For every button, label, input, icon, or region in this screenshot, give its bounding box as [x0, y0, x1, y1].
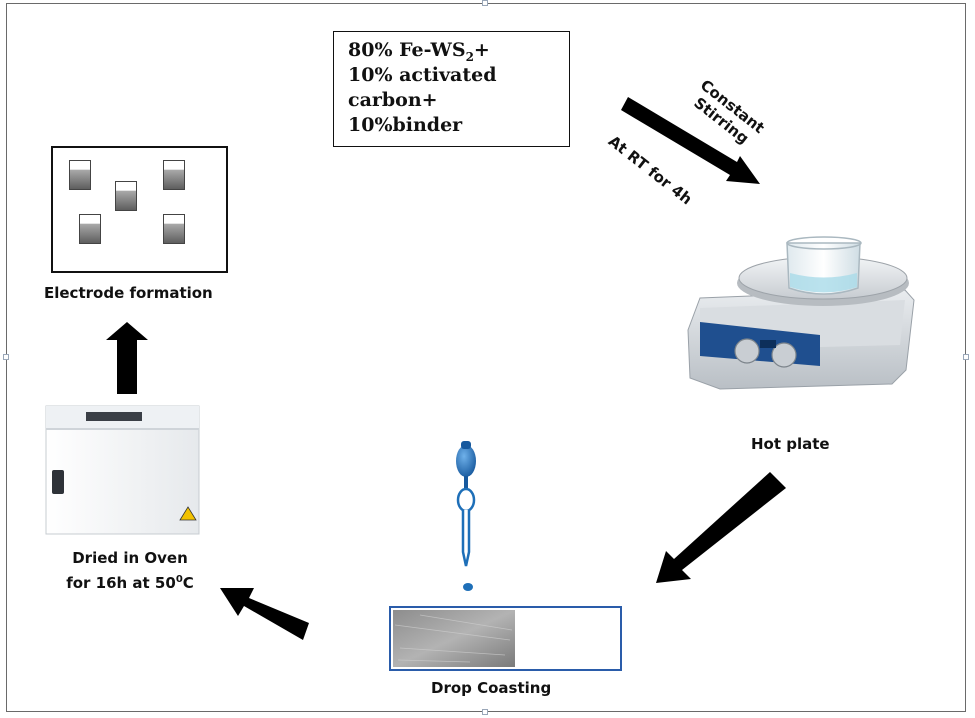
electrode-cup-icon: [115, 181, 137, 211]
electrode-cup-icon: [79, 214, 101, 244]
pipette-icon: [456, 441, 476, 567]
hot-plate-icon: [687, 256, 915, 390]
oven-label: Dried in Oven for 16h at 500C: [66, 549, 194, 592]
selection-handle-top[interactable]: [482, 0, 488, 6]
selection-handle-right[interactable]: [963, 354, 969, 360]
electrode-cup-icon: [69, 160, 91, 190]
arrow-to-electrode: [106, 322, 148, 394]
electrode-formation-box: [51, 146, 228, 273]
oven-icon: [45, 405, 200, 535]
composition-line-3: carbon+: [348, 89, 438, 111]
composition-line-2: 10% activated: [348, 64, 497, 86]
selection-handle-bottom[interactable]: [482, 709, 488, 715]
selection-handle-left[interactable]: [3, 354, 9, 360]
electrode-cup-icon: [163, 214, 185, 244]
composition-line-1: 80% Fe-WS2+: [348, 39, 490, 64]
composition-line-4: 10%binder: [348, 114, 463, 136]
droplet-icon: [463, 583, 473, 591]
beaker-icon: [786, 236, 862, 295]
arrow-to-hot-plate: [621, 97, 760, 184]
electrode-formation-label: Electrode formation: [44, 284, 213, 302]
hot-plate-label: Hot plate: [751, 435, 830, 453]
composition-box: 80% Fe-WS2+ 10% activated carbon+ 10%bin…: [333, 31, 570, 147]
drop-coating-label: Drop Coasting: [431, 679, 552, 697]
electrode-cup-icon: [163, 160, 185, 190]
arrow-to-drop-coating: [656, 472, 786, 583]
drop-coating-substrate: [389, 606, 622, 671]
arrow-to-oven: [220, 588, 309, 640]
